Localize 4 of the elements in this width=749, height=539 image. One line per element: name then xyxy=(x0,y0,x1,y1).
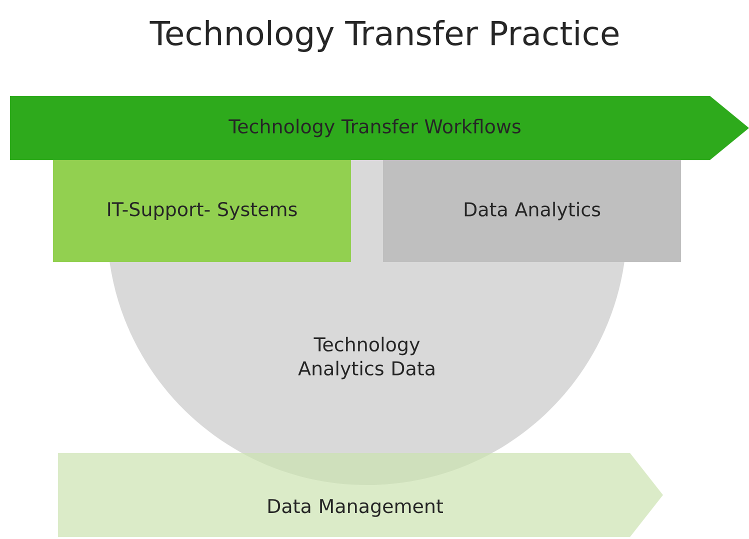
arrow-band: Technology Transfer Workflows xyxy=(10,96,749,160)
arrow-band: Data Management xyxy=(58,453,663,537)
title: Technology Transfer Practice xyxy=(150,20,618,52)
node-label: Data Management xyxy=(268,499,443,517)
